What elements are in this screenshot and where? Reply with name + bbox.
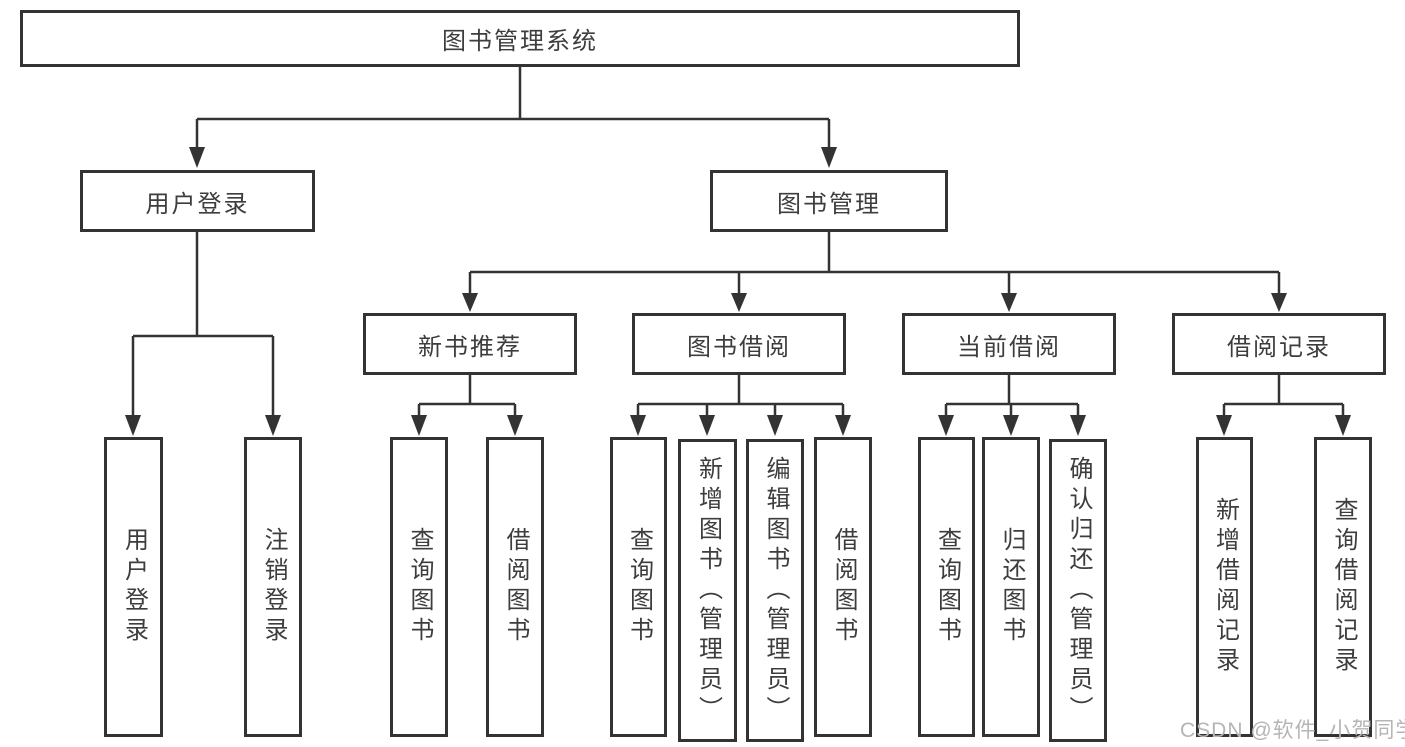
node-book-borrowing: 图书借阅	[632, 313, 846, 375]
connector-borrow-records-children	[1222, 375, 1345, 418]
connector-book-borrow-children	[636, 375, 845, 418]
arrowheads-level2	[189, 147, 837, 168]
node-leaf-query-books-recommend: 查询图书	[390, 437, 448, 737]
connector-new-book-children	[417, 375, 517, 418]
connector-user-login-children	[131, 232, 275, 418]
arrowheads-level3	[462, 293, 1287, 312]
node-book-management: 图书管理	[710, 170, 948, 232]
node-leaf-query-books-current: 查询图书	[918, 437, 975, 737]
node-leaf-borrow-books: 借阅图书	[814, 437, 872, 737]
node-leaf-confirm-return-admin: 确认归还（管理员）	[1049, 439, 1107, 742]
node-new-book-recommend: 新书推荐	[363, 313, 577, 375]
arrowheads-leaf-row	[411, 415, 1351, 436]
node-borrow-records: 借阅记录	[1172, 313, 1386, 375]
node-leaf-add-borrow-record: 新增借阅记录	[1196, 437, 1253, 737]
arrowheads-user-login-children	[125, 415, 281, 436]
node-user-login: 用户登录	[80, 170, 315, 232]
node-leaf-add-books-admin: 新增图书（管理员）	[678, 439, 737, 742]
node-root: 图书管理系统	[20, 10, 1020, 67]
node-leaf-user-login: 用户登录	[104, 437, 163, 737]
node-leaf-edit-books-admin: 编辑图书（管理员）	[746, 439, 804, 742]
node-leaf-return-books: 归还图书	[982, 437, 1040, 737]
node-leaf-query-books-borrow: 查询图书	[610, 437, 667, 737]
node-current-borrowing: 当前借阅	[902, 313, 1116, 375]
csdn-watermark: CSDN @软件_小贺同学	[1180, 719, 1405, 742]
connector-book-mgmt-to-level3	[468, 232, 1281, 296]
node-leaf-borrow-books-recommend: 借阅图书	[486, 437, 544, 737]
node-leaf-query-borrow-record: 查询借阅记录	[1314, 437, 1372, 737]
node-leaf-logout: 注销登录	[244, 437, 302, 737]
connector-root-to-level2	[195, 67, 831, 150]
connector-current-borrow-children	[944, 375, 1080, 418]
